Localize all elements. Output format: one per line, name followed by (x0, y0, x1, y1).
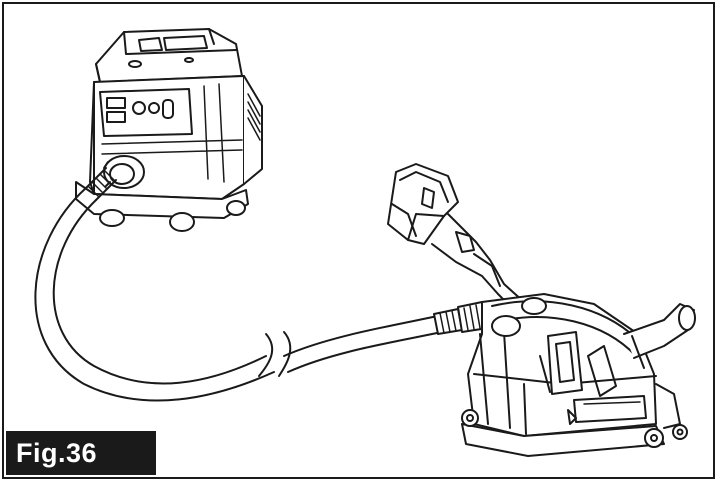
illustration (34, 28, 696, 457)
cutter-with-dust-shroud-icon (387, 163, 696, 457)
hose-icon (34, 167, 489, 402)
dust-extractor-icon (75, 28, 263, 232)
figure-label: Fig.36 (6, 431, 156, 475)
